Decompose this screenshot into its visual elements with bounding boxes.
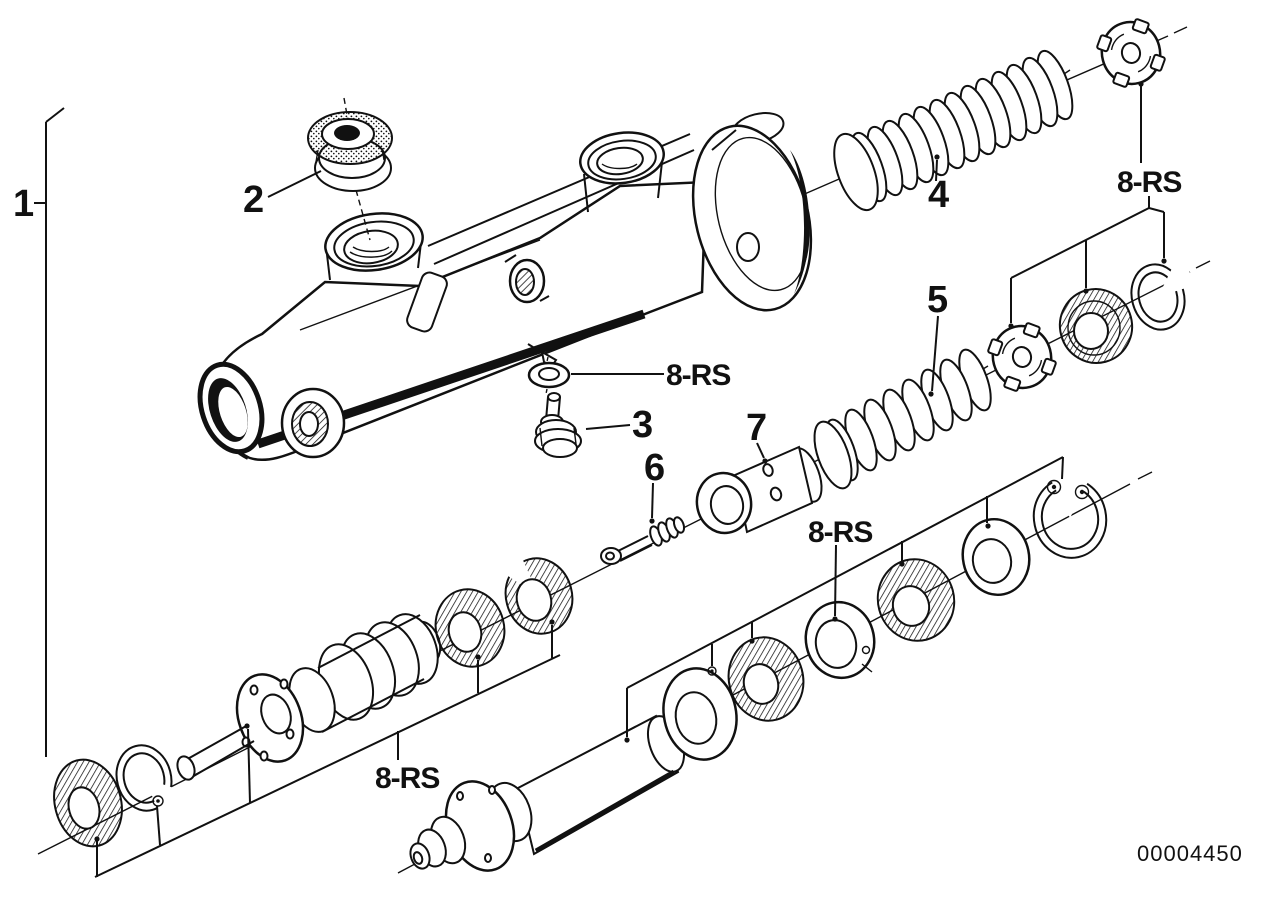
spring-retainer-cup — [504, 557, 574, 635]
master-cylinder-body — [197, 112, 813, 462]
flat-washer — [961, 517, 1031, 597]
pushrod-pin — [600, 516, 686, 565]
circlip — [1032, 458, 1108, 559]
outlet-port-center — [504, 254, 550, 304]
callout-2: 2 — [243, 179, 263, 221]
axis-main-end-dash — [1195, 260, 1211, 269]
stop-sleeve — [695, 445, 823, 535]
bleed-seal-washer — [527, 361, 571, 389]
callout-7: 7 — [746, 407, 766, 449]
pushrod-piston — [409, 714, 686, 872]
primary-piston-assembly — [176, 613, 442, 781]
primary-cup-seal — [434, 588, 506, 668]
filler-boss-right — [579, 131, 665, 213]
flange-bolt-hole — [736, 232, 760, 262]
cup-seal-bottom-right — [876, 558, 956, 642]
return-spring-primary — [813, 348, 992, 490]
notched-washer — [662, 666, 738, 761]
snap-ring-left — [115, 744, 186, 818]
secondary-cup-seal — [1058, 288, 1134, 364]
spacer-ring — [804, 600, 876, 680]
filler-boss-left — [324, 212, 424, 281]
bleed-screw — [534, 392, 582, 458]
callout-4: 4 — [928, 174, 949, 216]
reservoir-plug — [307, 97, 393, 241]
callout-3: 3 — [632, 404, 652, 446]
leader-lines — [34, 81, 1167, 878]
callout-repair-kit-top-right: 8-RS — [1117, 166, 1181, 199]
outlet-port-left — [280, 387, 346, 459]
drawing-number: 00004450 — [1137, 841, 1243, 866]
return-spring-secondary — [833, 49, 1074, 212]
axis-top-end-dash — [1173, 26, 1188, 34]
support-ring-upper — [1130, 256, 1198, 331]
star-retainer-primary — [987, 322, 1057, 392]
end-seal-cup — [53, 758, 123, 848]
star-retainer-secondary — [1096, 18, 1166, 88]
callout-5: 5 — [927, 279, 948, 321]
body-rib-slot — [406, 271, 448, 333]
mounting-flange — [691, 124, 813, 312]
axis-bottom-end-dash — [1137, 471, 1153, 480]
callout-6: 6 — [644, 447, 664, 489]
cup-seal-bottom-left — [727, 636, 805, 722]
callout-repair-kit-center: 8-RS — [808, 516, 872, 549]
callout-1: 1 — [13, 183, 34, 225]
callout-repair-kit-bleed: 8-RS — [666, 359, 730, 392]
callout-labels: 1 2 3 4 5 6 7 8-RS 8-RS 8-RS 8-RS 000044… — [13, 166, 1243, 866]
callout-repair-kit-bottom-left: 8-RS — [375, 762, 439, 795]
